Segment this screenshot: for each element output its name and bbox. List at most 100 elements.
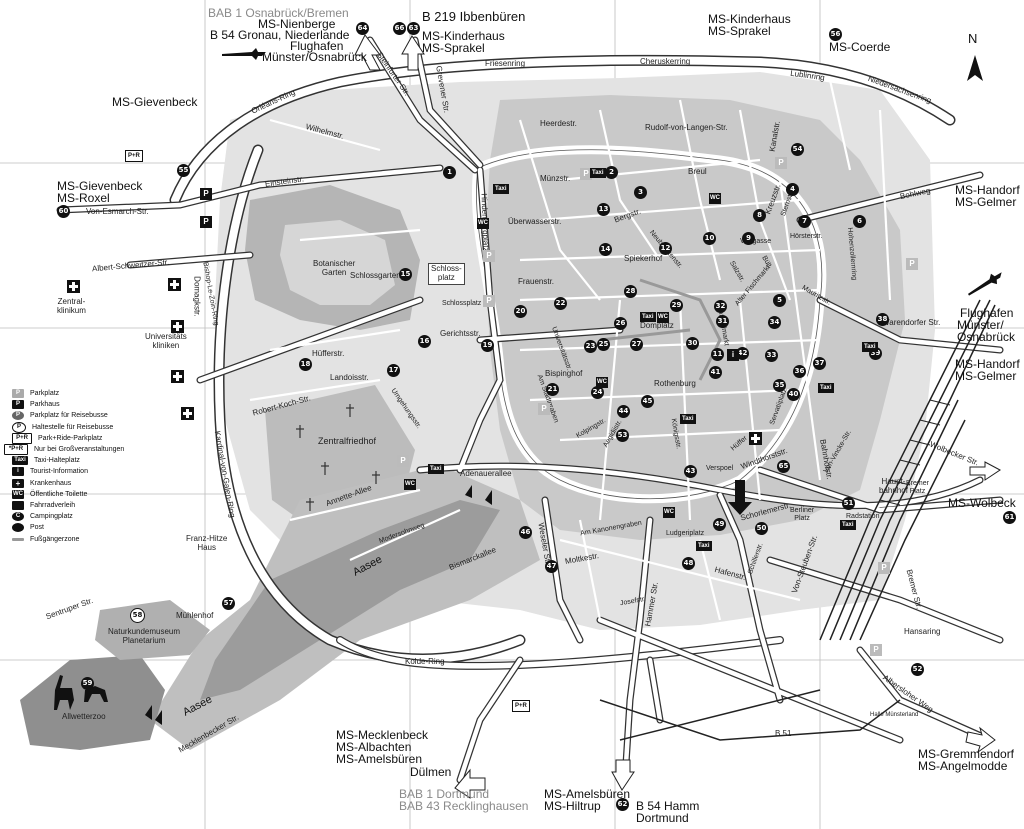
parking-icon[interactable]: P (397, 455, 409, 467)
marker-8[interactable]: 8 (753, 209, 766, 222)
marker-19[interactable]: 19 (481, 339, 494, 352)
minor-streets (249, 79, 892, 621)
marker-25[interactable]: 25 (597, 338, 610, 351)
marker-32[interactable]: 32 (714, 300, 727, 313)
marker-58[interactable]: 58 (130, 608, 145, 623)
marker-51[interactable]: 51 (842, 497, 855, 510)
marker-37[interactable]: 37 (813, 357, 826, 370)
marker-44[interactable]: 44 (617, 405, 630, 418)
marker-36[interactable]: 36 (793, 365, 806, 378)
marker-59[interactable]: 59 (81, 677, 94, 690)
marker-21[interactable]: 21 (546, 383, 559, 396)
parking-icon[interactable]: P (906, 258, 918, 270)
marker-15[interactable]: 15 (399, 268, 412, 281)
marker-43[interactable]: 43 (684, 465, 697, 478)
marker-17[interactable]: 17 (387, 364, 400, 377)
marker-2[interactable]: 2 (605, 166, 618, 179)
marker-33[interactable]: 33 (765, 349, 778, 362)
marker-16[interactable]: 16 (418, 335, 431, 348)
parking-icon[interactable]: P (775, 157, 787, 169)
dest-handorf-1: MS-Handorf (955, 183, 1020, 197)
parking-icon[interactable]: P (483, 250, 495, 262)
dest-flughafen-top-1: Flughafen (290, 39, 344, 53)
parking-icon[interactable]: P (580, 168, 592, 180)
marker-20[interactable]: 20 (514, 305, 527, 318)
marker-18[interactable]: 18 (299, 358, 312, 371)
marker-26[interactable]: 26 (614, 317, 627, 330)
parking-icon[interactable]: P (878, 562, 890, 574)
dest-gremmendorf-1: MS-Gremmendorf (918, 747, 1015, 761)
marker-27[interactable]: 27 (630, 338, 643, 351)
marker-38[interactable]: 38 (876, 313, 889, 326)
marker-14[interactable]: 14 (599, 243, 612, 256)
marker-50[interactable]: 50 (755, 522, 768, 535)
marker-56[interactable]: 56 (829, 28, 842, 41)
marker-60[interactable]: 60 (57, 205, 70, 218)
wc-icon: WC (477, 218, 489, 229)
marker-12[interactable]: 12 (659, 242, 672, 255)
marker-6[interactable]: 6 (853, 215, 866, 228)
marker-64[interactable]: 64 (356, 22, 369, 35)
marker-55[interactable]: 55 (177, 164, 190, 177)
parking-icon[interactable]: P (870, 644, 882, 656)
dest-flughafen-top-2: Münster/Osnabrück (262, 50, 367, 64)
marker-9[interactable]: 9 (742, 232, 755, 245)
dest-kinderhaus-right-2: MS-Sprakel (708, 24, 771, 38)
dest-gronau: B 54 Gronau, Niederlande (210, 28, 350, 42)
street-gerichtsstr: Gerichtsstr. (440, 329, 481, 338)
hospital-icon (171, 370, 184, 383)
marker-42[interactable]: 42 (736, 347, 749, 360)
wc-icon: WC (709, 193, 721, 204)
marker-53[interactable]: 53 (616, 429, 629, 442)
parking-icon[interactable]: P (200, 188, 212, 200)
label-muehlenhof: Mühlenhof (176, 611, 214, 620)
marker-62[interactable]: 62 (616, 798, 629, 811)
sailboat-icons (145, 485, 492, 725)
street-spiekerhof: Spiekerhof (624, 254, 663, 263)
marker-11[interactable]: 11 (711, 348, 724, 361)
marker-45[interactable]: 45 (641, 395, 654, 408)
marker-4[interactable]: 4 (786, 183, 799, 196)
marker-10[interactable]: 10 (703, 232, 716, 245)
label-botanischer-garten: Botanischer Garten (313, 259, 356, 277)
marker-34[interactable]: 34 (768, 316, 781, 329)
marker-57[interactable]: 57 (222, 597, 235, 610)
marker-61[interactable]: 61 (1003, 511, 1016, 524)
marker-52[interactable]: 52 (911, 663, 924, 676)
label-zentral-klinikum: Zentral- klinikum (57, 297, 86, 315)
dest-b54hamm-1: B 54 Hamm (636, 799, 700, 813)
parking-icon[interactable]: P (483, 295, 495, 307)
marker-48[interactable]: 48 (682, 557, 695, 570)
dest-wolbeck: MS-Wolbeck (948, 496, 1016, 510)
street-vossgasse: Voßgasse (740, 238, 772, 245)
parking-icon[interactable]: P (200, 216, 212, 228)
marker-5[interactable]: 5 (773, 294, 786, 307)
marker-54[interactable]: 54 (791, 143, 804, 156)
marker-23[interactable]: 23 (584, 340, 597, 353)
marker-3[interactable]: 3 (634, 186, 647, 199)
marker-31[interactable]: 31 (716, 315, 729, 328)
wc-icon: WC (404, 479, 416, 490)
marker-66[interactable]: 66 (393, 22, 406, 35)
marker-40[interactable]: 40 (787, 388, 800, 401)
marker-63[interactable]: 63 (407, 22, 420, 35)
marker-13[interactable]: 13 (597, 203, 610, 216)
marker-47[interactable]: 47 (545, 560, 558, 573)
marker-49[interactable]: 49 (713, 518, 726, 531)
marker-41[interactable]: 41 (709, 366, 722, 379)
marker-22[interactable]: 22 (554, 297, 567, 310)
marker-29[interactable]: 29 (670, 299, 683, 312)
marker-35[interactable]: 35 (773, 379, 786, 392)
marker-65[interactable]: 65 (777, 460, 790, 473)
marker-1[interactable]: 1 (443, 166, 456, 179)
marker-7[interactable]: 7 (798, 215, 811, 228)
marker-24[interactable]: 24 (591, 386, 604, 399)
marker-28[interactable]: 28 (624, 285, 637, 298)
parking-icon[interactable]: P (538, 403, 550, 415)
bicycle-icon (12, 500, 24, 510)
marker-46[interactable]: 46 (519, 526, 532, 539)
marker-30[interactable]: 30 (686, 337, 699, 350)
